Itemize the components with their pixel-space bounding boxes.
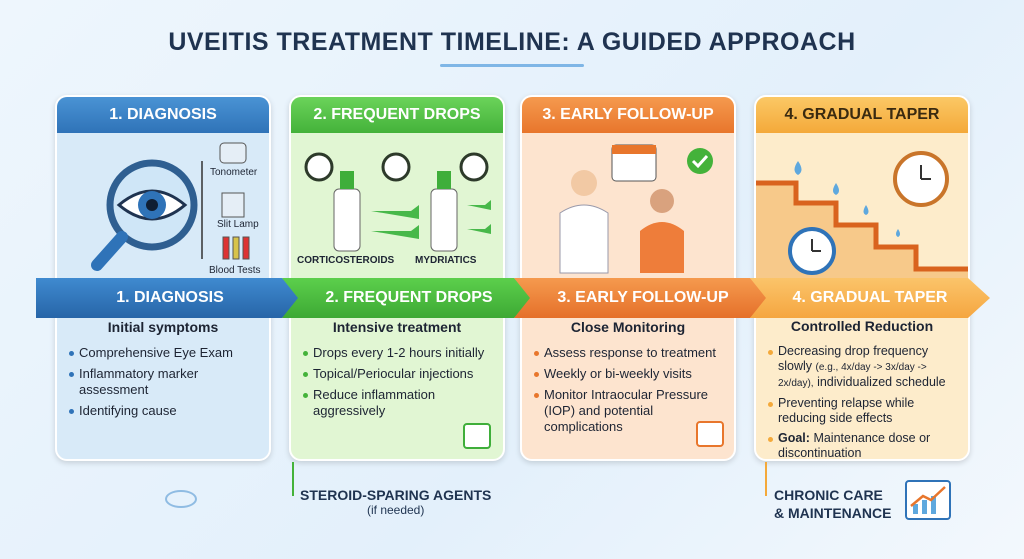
note-subtitle: (if needed) [366, 503, 425, 517]
stage-subtitle: Initial symptoms [107, 319, 219, 335]
drug-label: MYDRIATICS [415, 255, 477, 266]
connector-line [765, 462, 767, 496]
bullet: Inflammatory marker assessment [67, 366, 259, 398]
connector-line [292, 462, 294, 496]
band-label: 4. GRADUAL TAPER [792, 289, 948, 306]
band-label: 3. EARLY FOLLOW-UP [557, 289, 729, 306]
note-line: & MAINTENANCE [774, 505, 892, 521]
drug-label: CORTICOSTEROIDS [297, 255, 395, 266]
bullet: Drops every 1-2 hours initially [301, 345, 493, 361]
goal-label: Goal: [778, 431, 810, 445]
timeline-step-frequent-drops: 2. FREQUENT DROPS [282, 278, 536, 318]
tool-label: Tonometer [210, 167, 258, 178]
taper-illustration [756, 133, 968, 279]
stage-subtitle: Controlled Reduction [790, 318, 934, 334]
steroid-sparing-note: STEROID-SPARING AGENTS (if needed) [300, 487, 491, 517]
bullet: Weekly or bi-weekly visits [532, 366, 724, 382]
bullet: Assess response to treatment [532, 345, 724, 361]
bullet: Preventing relapse while reducing side e… [766, 396, 958, 426]
timeline-step-gradual-taper: 4. GRADUAL TAPER [750, 278, 990, 318]
diagnosis-illustration: Tonometer Slit Lamp Blood Tests [57, 133, 269, 279]
magnifier-eye-icon [91, 142, 250, 271]
drops-illustration: CORTICOSTEROIDS MYDRIATICS [291, 133, 503, 279]
page-title: UVEITIS TREATMENT TIMELINE: A GUIDED APP… [168, 28, 856, 56]
stage-subtitle: Intensive treatment [332, 319, 462, 335]
tool-label: Blood Tests [209, 265, 261, 276]
chronic-care-note: CHRONIC CARE & MAINTENANCE [774, 486, 891, 522]
stage-header: 4. GRADUAL TAPER [756, 97, 968, 133]
bullet: Identifying cause [67, 403, 259, 419]
calendar-clock-icon [463, 423, 491, 449]
bullet: Topical/Periocular injections [301, 366, 493, 382]
stage-card-gradual-taper: 4. GRADUAL TAPER Controlled Reduction De… [754, 95, 970, 461]
bullet: Monitor Intraocular Pressure (IOP) and p… [532, 387, 724, 435]
eye-icon [165, 490, 197, 508]
title-underline [440, 64, 584, 67]
bullet: Goal: Maintenance dose or discontinuatio… [766, 431, 958, 460]
timeline-step-diagnosis: 1. DIAGNOSIS [36, 278, 304, 318]
stage-subtitle: Close Monitoring [570, 319, 686, 335]
stage-header: 1. DIAGNOSIS [57, 97, 269, 133]
doctor-patient-illustration [522, 133, 734, 279]
doctor-patient-icon [559, 144, 713, 274]
stage-header: 2. FREQUENT DROPS [291, 97, 503, 133]
stage-header: 3. EARLY FOLLOW-UP [522, 97, 734, 133]
bullet-example: (e.g., 4x/day -> 3x/day -> 2x/day), [778, 362, 927, 389]
note-title: STEROID-SPARING AGENTS [300, 487, 492, 503]
bullet: Comprehensive Eye Exam [67, 345, 259, 361]
eye-drop-bottles-icon [304, 152, 491, 252]
bullet-text: individualized schedule [817, 375, 946, 389]
timeline-step-early-follow-up: 3. EARLY FOLLOW-UP [514, 278, 772, 318]
goal-text: Maintenance dose or discontinuation [778, 431, 931, 460]
tool-label: Slit Lamp [217, 219, 259, 230]
descending-stairs-icon [756, 151, 968, 279]
trend-chart-icon [905, 480, 951, 520]
band-label: 2. FREQUENT DROPS [325, 289, 493, 306]
note-line: CHRONIC CARE [774, 487, 883, 503]
bullet: Reduce inflammation aggressively [301, 387, 493, 419]
bullet-text: Decreasing drop frequency slowly [778, 344, 929, 373]
bullet: Decreasing drop frequency slowly (e.g., … [766, 344, 958, 391]
band-label: 1. DIAGNOSIS [116, 289, 224, 306]
calendar-check-icon [696, 421, 724, 447]
